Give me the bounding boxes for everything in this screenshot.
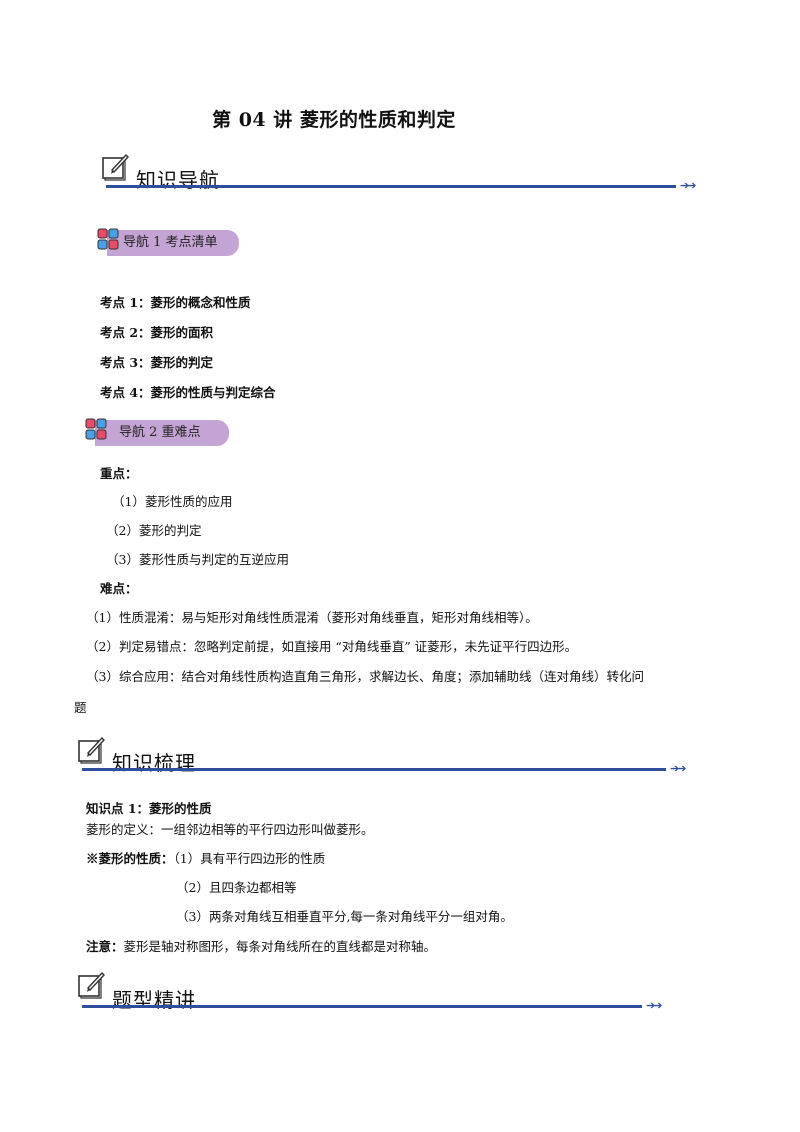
badge-background [95,420,229,446]
kaodian-item: 考点 4：菱形的性质与判定综合 [100,385,276,400]
nav-badge-2: 导航 2 重难点 [85,418,235,452]
zhongdian-item: （3）菱形性质与判定的互逆应用 [106,552,289,567]
kaodian-item: 考点 1：菱形的概念和性质 [100,295,251,310]
notepad-pencil-icon [78,736,105,764]
prop-item: （3）两条对角线互相垂直平分,每一条对角线平分一组对角。 [176,909,513,924]
section-underline [106,185,676,188]
prop-item: （2）且四条边都相等 [176,880,297,895]
zhishidian-heading: 知识点 1：菱形的性质 [86,801,212,816]
note-text: 菱形是轴对称图形，每条对角线所在的直线都是对称轴。 [123,939,437,954]
double-arrow-icon: ➔➔ [680,179,697,192]
nandian-item: （2）判定易错点：忽略判定前提，如直接用 “对角线垂直” 证菱形，未先证平行四边… [86,639,578,654]
nandian-item: 题 [74,700,87,715]
prop-item: （1）具有平行四边形的性质 [173,851,326,866]
badge-background [107,230,239,256]
kaodian-item: 考点 3：菱形的判定 [100,355,214,370]
section-underline [82,768,666,771]
kaodian-item: 考点 2：菱形的面积 [100,325,214,340]
section-header-nav: 知识导航 ➔➔ [100,152,720,196]
color-blocks-icon [97,228,119,250]
note-label: 注意： [86,939,124,954]
section-title: 知识梳理 [112,751,196,775]
notepad-pencil-icon [102,153,129,181]
notepad-pencil-icon [78,971,105,999]
nandian-label: 难点： [100,581,138,596]
zhongdian-item: （2）菱形的判定 [106,523,202,538]
section-header-summary: 知识梳理 ➔➔ [76,735,716,779]
zhishidian-definition: 菱形的定义：一组邻边相等的平行四边形叫做菱形。 [86,822,374,837]
nandian-item: （3）综合应用：结合对角线性质构造直角三角形，求解边长、角度；添加辅助线（连对角… [86,669,644,684]
zhongdian-label: 重点： [100,466,138,481]
badge-label: 导航 2 重难点 [119,425,201,440]
color-blocks-icon [85,418,107,440]
double-arrow-icon: ➔➔ [670,762,687,775]
page-title: 第 04 讲 菱形的性质和判定 [212,109,456,131]
nandian-item: （1）性质混淆：易与矩形对角线性质混淆（菱形对角线垂直，矩形对角线相等）。 [86,610,538,625]
section-header-practice: 题型精讲 ➔➔ [76,970,716,1014]
section-underline [82,1005,642,1008]
prop-label: ※菱形的性质： [86,851,174,866]
section-title: 知识导航 [136,168,220,192]
badge-label: 导航 1 考点清单 [123,235,218,250]
double-arrow-icon: ➔➔ [646,999,663,1012]
section-title: 题型精讲 [112,988,196,1012]
nav-badge-1: 导航 1 考点清单 [97,228,247,262]
zhongdian-item: （1）菱形性质的应用 [112,494,233,509]
